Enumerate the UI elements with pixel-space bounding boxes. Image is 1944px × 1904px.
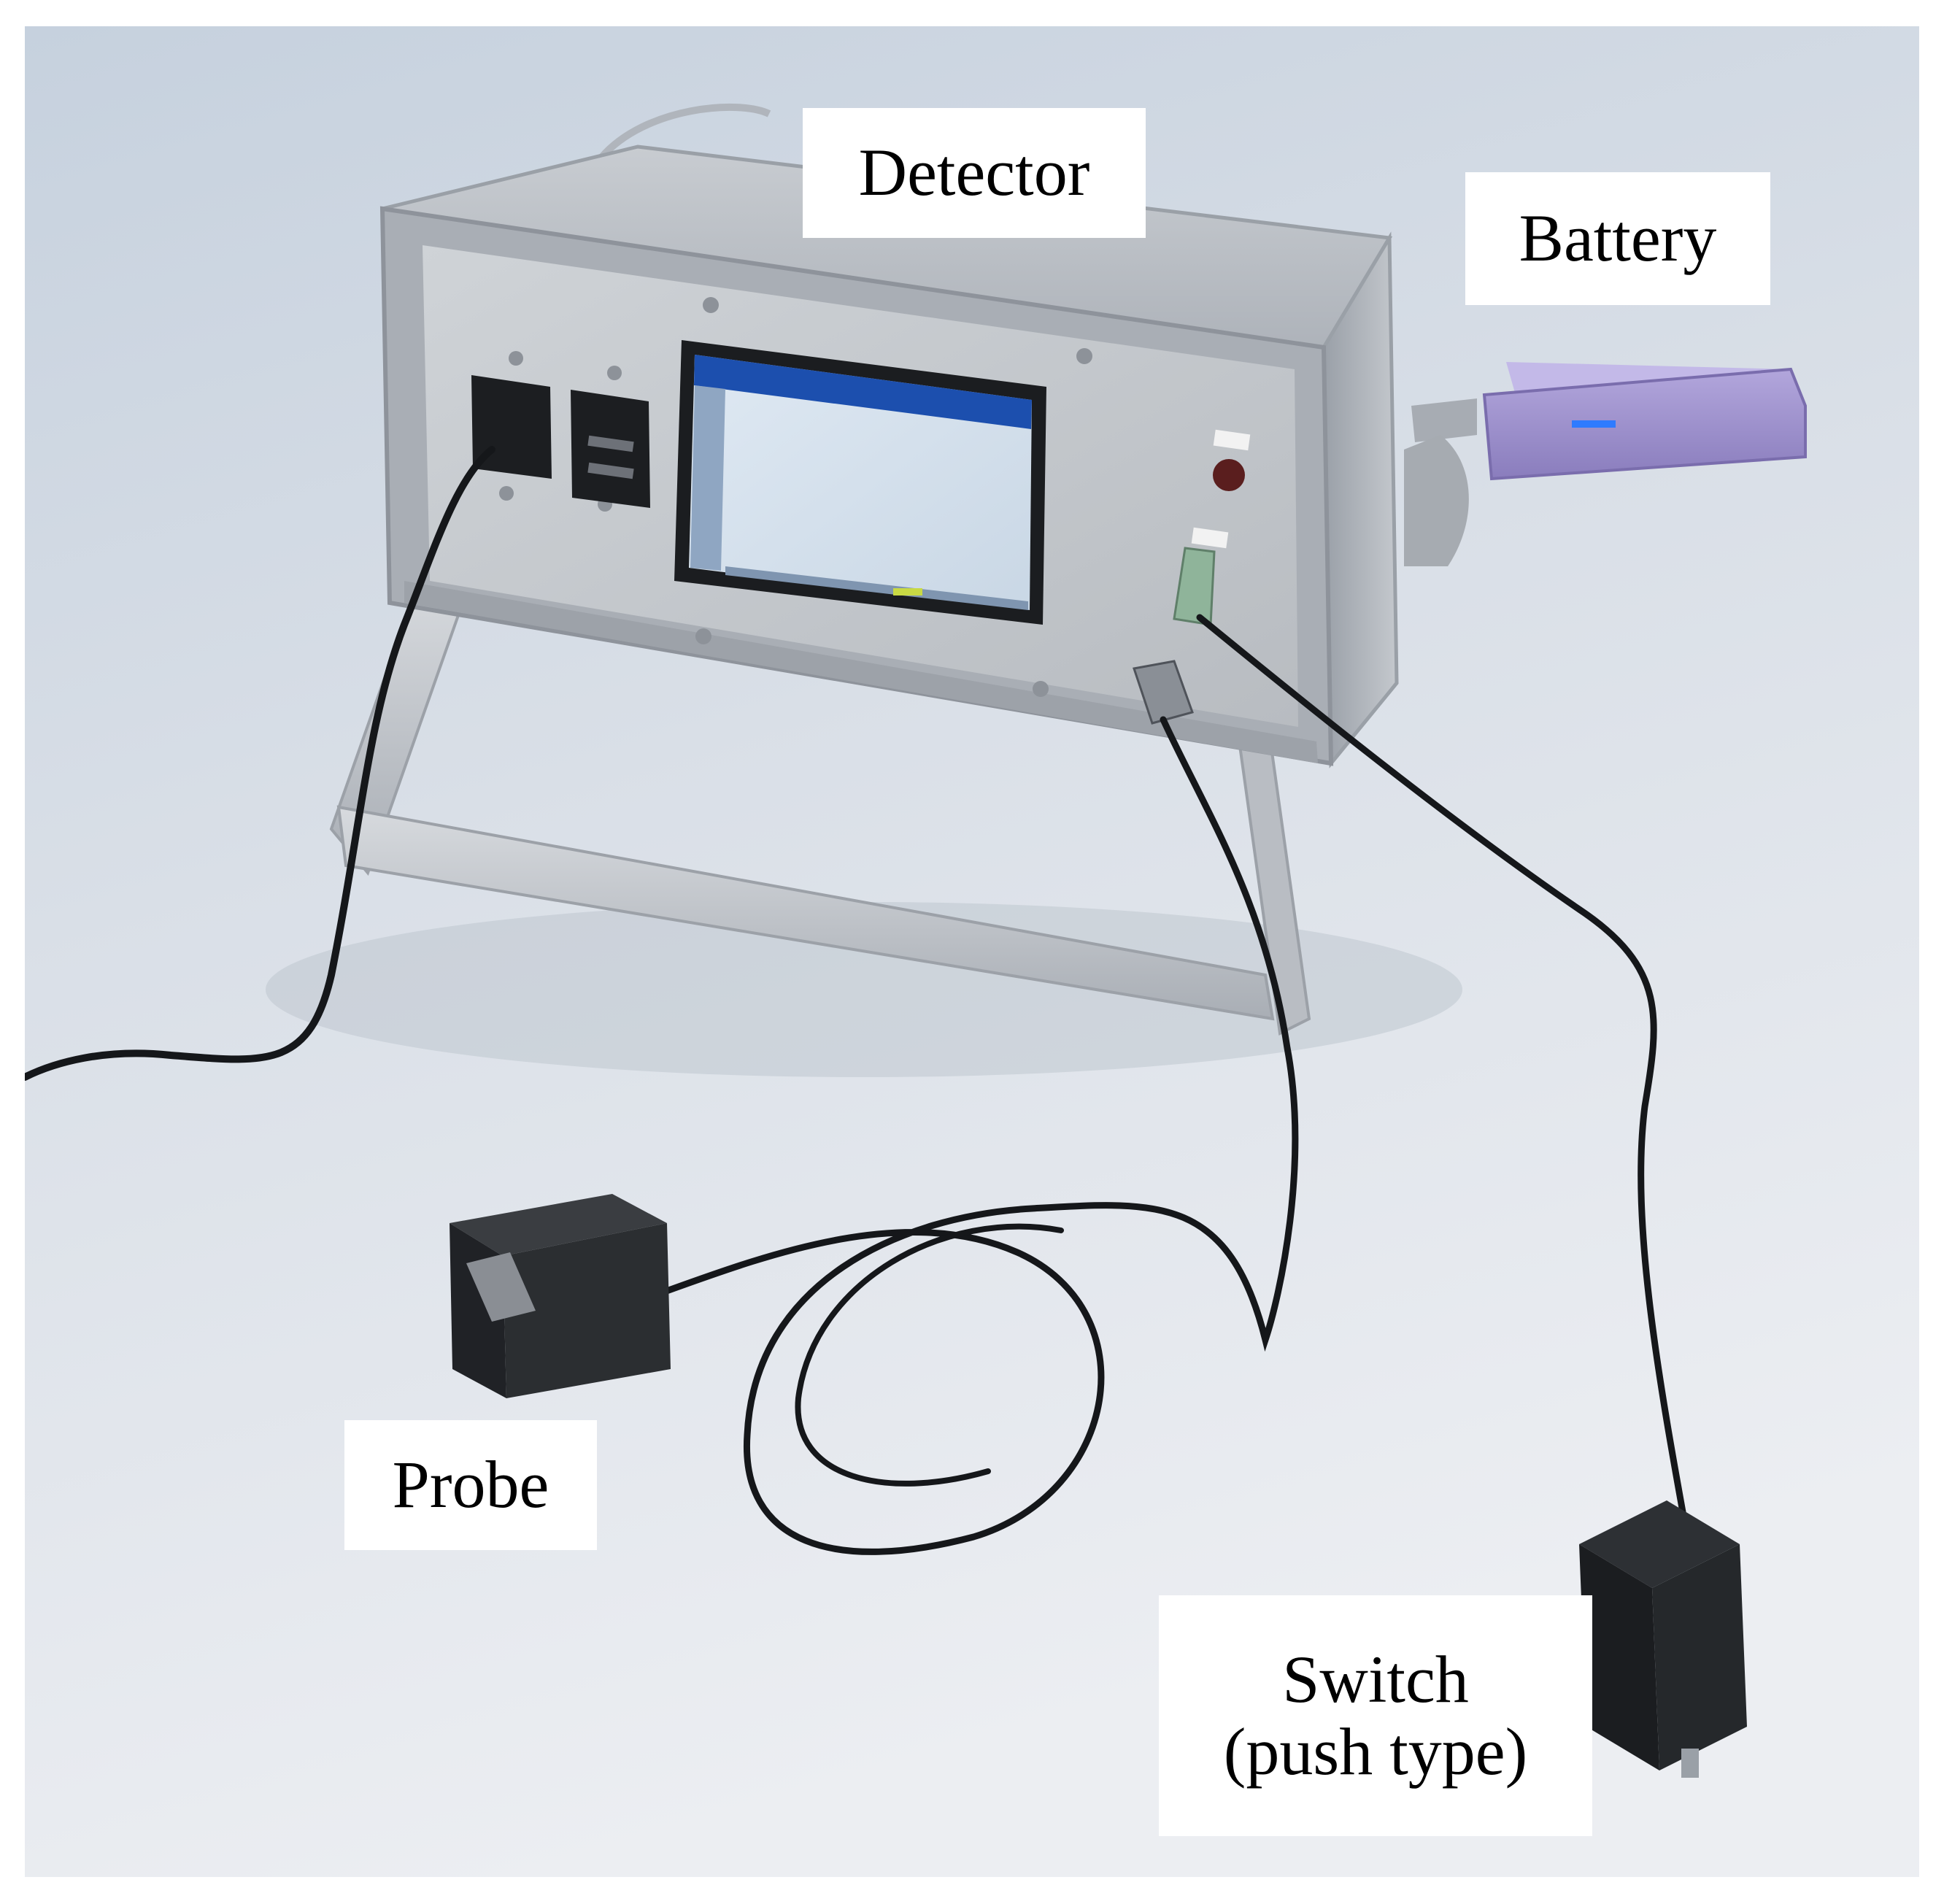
probe-block-icon [450,1194,671,1398]
equipment-photo [25,26,1919,1877]
switch-label-line1: Switch [1282,1641,1469,1716]
battery-label: Battery [1465,172,1770,305]
detector-label-text: Detector [858,135,1090,210]
switch-label: Switch (push type) [1159,1595,1592,1836]
push-switch-icon [1579,1500,1747,1778]
cables [25,446,1692,1555]
detector-device-icon [379,144,1399,768]
battery-pack-icon [1404,362,1807,566]
detector-label: Detector [803,108,1146,238]
battery-label-text: Battery [1519,201,1717,276]
switch-label-line2: (push type) [1223,1714,1528,1789]
probe-label-text: Probe [392,1447,549,1522]
probe-label: Probe [344,1420,597,1550]
